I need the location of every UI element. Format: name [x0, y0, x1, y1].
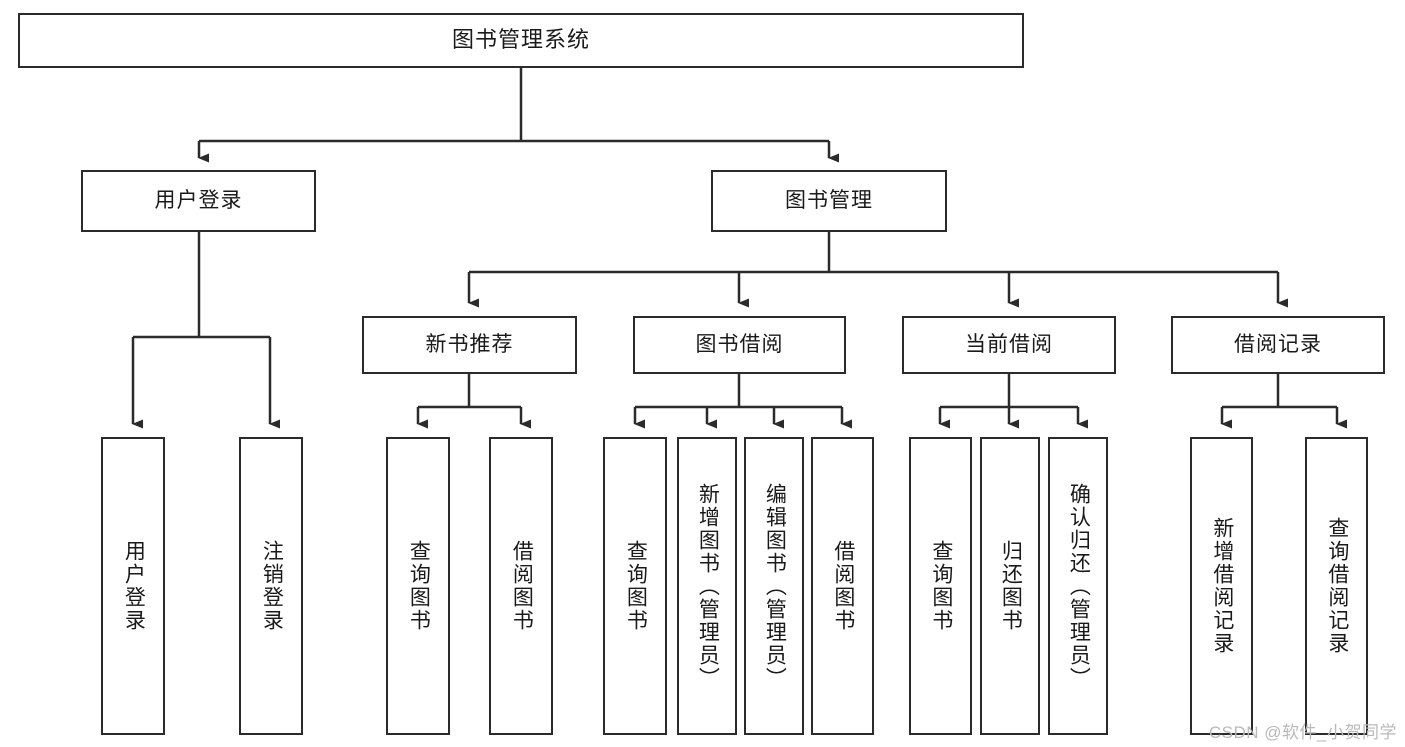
- leaf-add-borrow-record[interactable]: 新增借阅记录: [1190, 437, 1253, 735]
- leaf-borrow-book-recommendation[interactable]: 借阅图书: [489, 437, 553, 735]
- node-label: 注销登录: [260, 540, 284, 632]
- csdn-watermark: CSDN @软件_小贺同学: [1208, 723, 1397, 742]
- node-book-management[interactable]: 图书管理: [711, 170, 947, 232]
- node-label: 图书管理: [785, 189, 873, 213]
- leaf-edit-book-admin[interactable]: 编辑图书（管理员）: [744, 437, 804, 735]
- node-book-management-system[interactable]: 图书管理系统: [18, 13, 1024, 68]
- node-label: 新增图书（管理员）: [696, 482, 720, 690]
- node-borrowing-record[interactable]: 借阅记录: [1171, 316, 1385, 374]
- node-label: 用户登录: [154, 189, 243, 213]
- node-book-borrowing[interactable]: 图书借阅: [633, 316, 846, 374]
- node-label: 图书管理系统: [451, 27, 590, 53]
- leaf-add-book-admin[interactable]: 新增图书（管理员）: [677, 437, 737, 735]
- node-label: 查询图书: [624, 540, 648, 632]
- leaf-query-book-recommendation[interactable]: 查询图书: [386, 437, 450, 735]
- node-label: 新增借阅记录: [1210, 517, 1234, 655]
- leaf-return-book[interactable]: 归还图书: [980, 437, 1040, 735]
- leaf-borrow-book-borrowing[interactable]: 借阅图书: [811, 437, 874, 735]
- node-new-book-recommendation[interactable]: 新书推荐: [362, 316, 577, 374]
- leaf-query-borrow-record[interactable]: 查询借阅记录: [1305, 437, 1368, 735]
- node-label: 图书借阅: [695, 333, 784, 357]
- node-user-login[interactable]: 用户登录: [81, 170, 316, 232]
- node-label: 查询图书: [929, 540, 953, 632]
- leaf-query-book-borrowing[interactable]: 查询图书: [603, 437, 667, 735]
- leaf-logout[interactable]: 注销登录: [239, 437, 303, 735]
- node-label: 当前借阅: [965, 333, 1053, 357]
- node-label: 借阅记录: [1234, 333, 1322, 357]
- node-label: 用户登录: [122, 540, 146, 632]
- node-label: 新书推荐: [425, 333, 514, 357]
- node-label: 查询借阅记录: [1325, 517, 1349, 655]
- node-label: 归还图书: [999, 540, 1023, 632]
- node-label: 借阅图书: [510, 540, 534, 632]
- leaf-user-login[interactable]: 用户登录: [101, 437, 165, 735]
- node-label: 确认归还（管理员）: [1067, 482, 1091, 690]
- node-label: 借阅图书: [831, 540, 855, 632]
- leaf-query-book-current[interactable]: 查询图书: [909, 437, 972, 735]
- node-label: 查询图书: [407, 540, 431, 632]
- leaf-confirm-return-admin[interactable]: 确认归还（管理员）: [1048, 437, 1108, 735]
- node-current-borrowing[interactable]: 当前借阅: [902, 316, 1116, 374]
- node-label: 编辑图书（管理员）: [763, 482, 787, 690]
